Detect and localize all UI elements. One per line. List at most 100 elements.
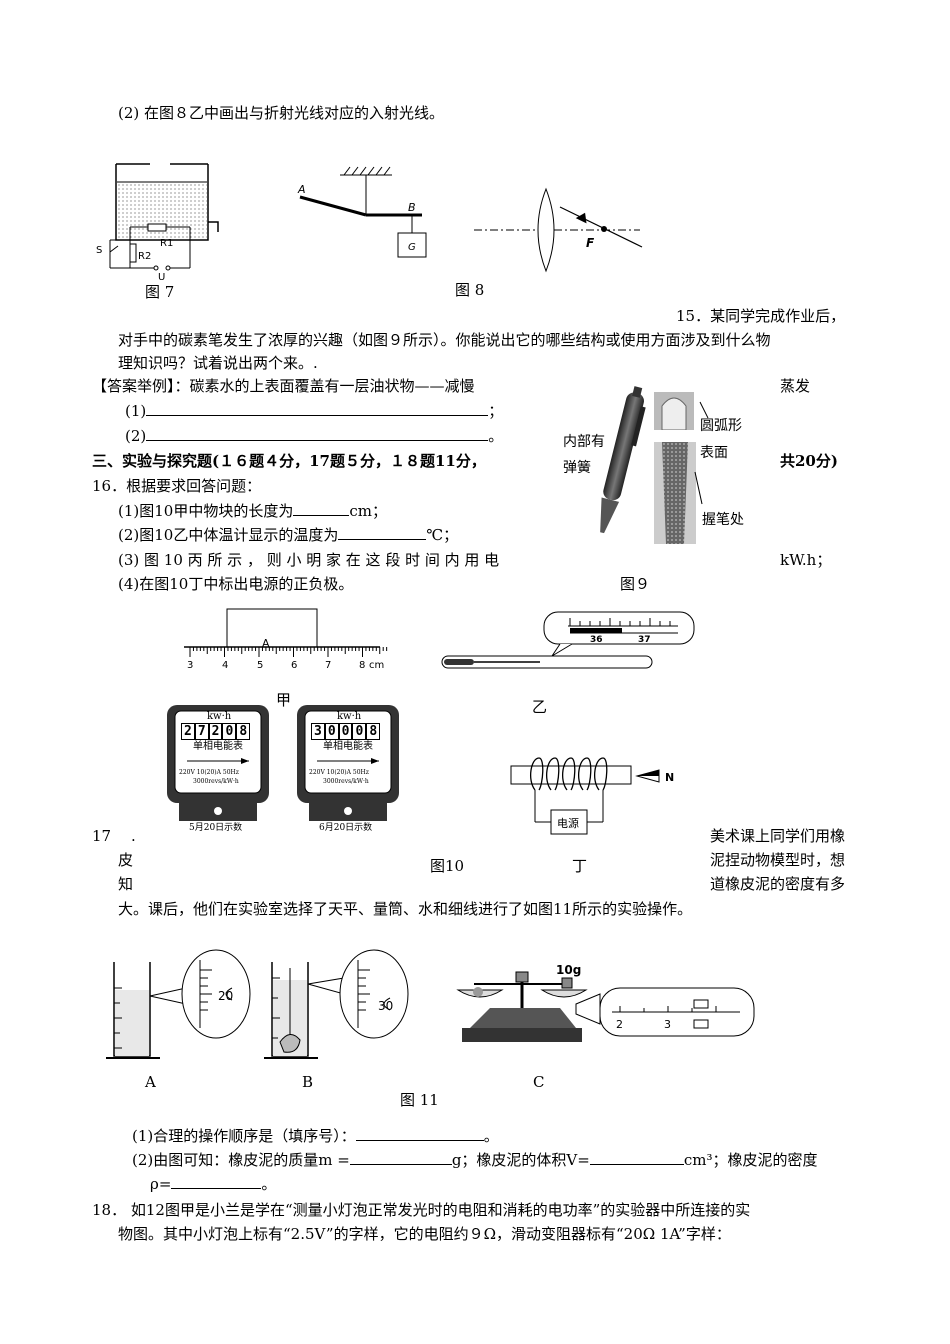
fig7-label-s: S: [96, 245, 102, 256]
meter-2-digit: 0: [352, 723, 367, 740]
scale-tick-2: 2: [616, 1018, 623, 1031]
ruler-tick-5: 5: [257, 660, 263, 671]
meter-1-digit: 2: [208, 723, 223, 740]
q18-line1: 18． 如12图甲是小兰是学在“测量小灯泡正常发光时的电阻和消耗的电功率”的实验…: [92, 1201, 751, 1219]
q15-answer-2: (2)。: [125, 426, 504, 445]
q17-right3: 道橡皮泥的密度有多: [710, 875, 846, 893]
meter-2-revs: 3000revs/kW·h: [323, 778, 369, 785]
meter-1-date: 5月20日示数: [189, 823, 243, 833]
fig10-block-label: A: [262, 637, 270, 650]
q17-left3: 知: [118, 875, 134, 893]
meter-2-date: 6月20日示数: [319, 823, 373, 833]
balance-weight-label: 10g: [556, 964, 581, 977]
meter-1-unit: kw·h: [207, 711, 232, 722]
figure-11-cylinder-b: 30: [264, 949, 409, 1059]
figure-8-lens: F: [474, 187, 643, 273]
q17-order-blank[interactable]: [355, 1126, 484, 1141]
figure-10-solenoid: 电源 N: [510, 757, 674, 835]
scale-tick-3: 3: [664, 1018, 671, 1031]
meter-1-digit: 8: [236, 723, 251, 740]
meter-2-digit: 3: [311, 723, 325, 740]
cylinder-b-zoom-value: 30: [378, 999, 393, 1013]
q14-part2: (2) 在图８乙中画出与折射光线对应的入射光线。: [118, 104, 445, 122]
figure-10-thermometer: 36 37: [441, 611, 695, 669]
q15-example: 【答案举例】：碳素水的上表面覆盖有一层油状物——减慢: [92, 377, 475, 395]
q17-density-blank[interactable]: [171, 1174, 262, 1189]
ruler-tick-3: 3: [187, 660, 193, 671]
fig8-label-b: B: [408, 201, 416, 214]
thermo-tick-37: 37: [638, 635, 651, 645]
fig9-caption: 图９: [620, 575, 651, 593]
fig7-label-u: U: [158, 272, 165, 283]
fig7-label-r2: R2: [138, 251, 151, 262]
fig11-label-a: A: [145, 1073, 156, 1091]
q15-answer-1-blank[interactable]: [146, 401, 489, 416]
q17-volume-blank[interactable]: [589, 1150, 684, 1165]
section3-title-tail: 共20分): [780, 452, 838, 470]
q15-example-tail: 蒸发: [780, 377, 811, 395]
figure-9-grip: [654, 442, 696, 544]
q16-part4: (4)在图10丁中标出电源的正负极。: [118, 575, 354, 593]
figure-8-lever: A B G: [297, 166, 427, 258]
cylinder-a-zoom-value: 20: [218, 989, 233, 1003]
q17-left2: 皮: [118, 851, 134, 869]
meter-1-name: 单相电能表: [193, 741, 243, 752]
q17-answer-1: (1)合理的操作顺序是（填序号）：。: [132, 1126, 499, 1145]
q16-title: 16．根据要求回答问题：: [92, 477, 262, 495]
q17-right1: 美术课上同学们用橡: [710, 827, 846, 845]
fig7-label-r1: R1: [160, 238, 173, 249]
q17-dot: .: [131, 827, 136, 845]
figure-9-tip: [654, 392, 694, 430]
fig9-label-arc: 圆弧形: [700, 418, 742, 434]
ruler-unit: cm: [369, 660, 384, 671]
q17-answer-2: (2)由图可知：橡皮泥的质量m =g；橡皮泥的体积V=cm³；橡皮泥的密度: [132, 1150, 818, 1169]
q16-part1-blank[interactable]: [293, 501, 350, 516]
fig7-caption: 图 7: [145, 283, 175, 301]
q17-right2: 泥捏动物模型时，想: [710, 851, 846, 869]
fig8-label-a: A: [297, 183, 306, 196]
meter-2-digit: 0: [338, 723, 353, 740]
fig10-label-jia: 甲: [276, 691, 292, 709]
fig9-label-inner: 内部有: [563, 434, 605, 450]
figure-7: R1 R2 S U: [96, 163, 219, 283]
fig9-label-grip: 握笔处: [702, 512, 744, 528]
meter-1-digit: 7: [194, 723, 209, 740]
fig9-label-spring: 弹簧: [563, 460, 591, 476]
fig10-source-label: 电源: [557, 816, 579, 830]
meter-2-spec: 220V 10(20)A 50Hz: [309, 769, 369, 776]
meter-1-revs: 3000revs/kW·h: [193, 778, 239, 785]
q16-part3-unit: kW.h；: [780, 551, 832, 569]
q17-number: 17: [92, 827, 112, 845]
ruler-tick-7: 7: [325, 660, 331, 671]
q16-part2: (2)图10乙中体温计显示的温度为℃；: [118, 525, 459, 544]
q17-line4: 大。课后，他们在实验室选择了天平、量筒、水和细线进行了如图11所示的实验操作。: [118, 900, 693, 918]
meter-2-digit: 8: [366, 723, 381, 740]
figure-11-cylinder-a: 20: [106, 949, 251, 1059]
fig10-label-ding: 丁: [572, 857, 588, 875]
figure-9-pen: [600, 386, 646, 534]
q15-answer-1: (1)；: [125, 401, 504, 420]
fig10-label-yi: 乙: [532, 698, 548, 716]
meter-1-digit: 0: [222, 723, 237, 740]
fig11-label-c: C: [533, 1073, 545, 1091]
q15-line1: 15．某同学完成作业后，: [676, 307, 846, 325]
fig8-label-g: G: [408, 242, 416, 253]
q16-part2-blank[interactable]: [338, 525, 427, 540]
q15-line2: 对手中的碳素笔发生了浓厚的兴趣（如图９所示）。你能说出它的哪些结构或使用方面涉及…: [118, 331, 771, 349]
meter-2-name: 单相电能表: [323, 741, 373, 752]
meter-2-unit: kw·h: [337, 711, 362, 722]
q15-answer-2-blank[interactable]: [146, 426, 489, 441]
ruler-tick-6: 6: [291, 660, 297, 671]
fig10-caption: 图10: [430, 857, 465, 875]
q17-answer-3: ρ=。: [150, 1174, 277, 1193]
fig10-n-label: N: [665, 771, 674, 784]
fig8-caption: 图 8: [455, 281, 485, 299]
meter-2-digit: 0: [324, 723, 339, 740]
ruler-tick-8: 8: [359, 660, 365, 671]
q17-mass-blank[interactable]: [349, 1150, 452, 1165]
